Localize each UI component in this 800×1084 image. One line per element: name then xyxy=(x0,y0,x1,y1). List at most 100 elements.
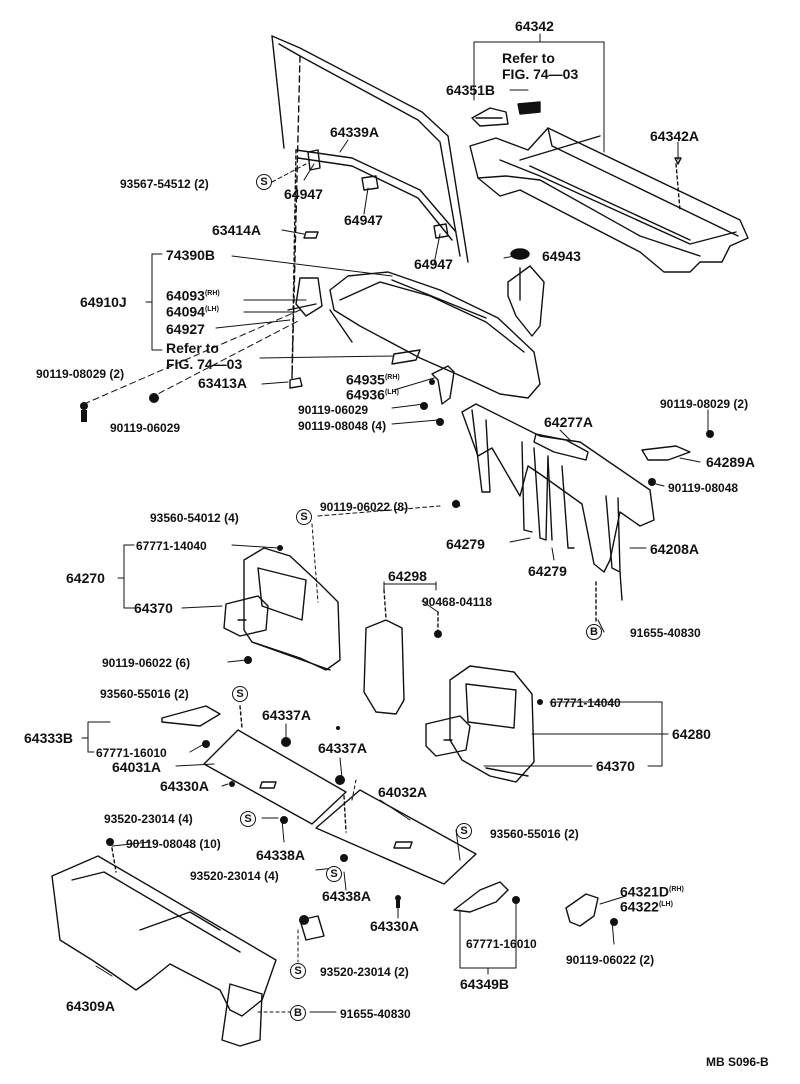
symbol-b-91655-r[interactable]: B xyxy=(586,624,602,640)
storage-box xyxy=(51,847,325,1047)
part-label-64943[interactable]: 64943 xyxy=(542,248,581,264)
part-label-93520-23014-c[interactable]: 93520-23014 (2) xyxy=(320,965,409,979)
side-tag-rh-64935: (RH) xyxy=(384,374,400,381)
side-tag-lh-64936: (LH) xyxy=(384,389,399,396)
part-label-64342[interactable]: 64342 xyxy=(515,18,554,34)
package-tray-panel xyxy=(287,231,541,399)
part-label-93520-23014-b[interactable]: 93520-23014 (4) xyxy=(190,869,279,883)
part-label-64947-a[interactable]: 64947 xyxy=(284,186,323,202)
part-label-93560-55016-right[interactable]: 93560-55016 (2) xyxy=(490,827,579,841)
part-label-64333B[interactable]: 64333B xyxy=(24,730,74,746)
figure-reference-1[interactable]: FIG. 74—03 xyxy=(502,66,579,82)
side-tag-lh-64094: (LH) xyxy=(204,306,219,313)
part-label-64338A-b[interactable]: 64338A xyxy=(322,888,372,904)
part-label-64280[interactable]: 64280 xyxy=(672,726,711,742)
part-label-64270[interactable]: 64270 xyxy=(66,570,105,586)
part-label-93520-23014-a[interactable]: 93520-23014 (4) xyxy=(104,812,193,826)
part-label-93560-54012[interactable]: 93560-54012 (4) xyxy=(150,511,239,525)
part-label-67771-16010-right[interactable]: 67771-16010 xyxy=(466,937,537,951)
part-label-90119-08029-right[interactable]: 90119-08029 (2) xyxy=(660,397,749,411)
part-label-64322[interactable]: 64322(LH) xyxy=(620,897,673,915)
part-label-64309A[interactable]: 64309A xyxy=(66,998,116,1014)
part-label-91655-40830-bottom[interactable]: 91655-40830 xyxy=(340,1007,411,1021)
side-tag-rh-64093: (RH) xyxy=(204,290,220,297)
symbol-s-93520-b[interactable]: S xyxy=(326,866,342,882)
part-label-64936[interactable]: 64936(LH) xyxy=(346,385,399,403)
part-label-90119-08029-left[interactable]: 90119-08029 (2) xyxy=(36,367,125,381)
symbol-s-93567[interactable]: S xyxy=(256,174,272,190)
part-label-90119-08048-10[interactable]: 90119-08048 (10) xyxy=(126,837,221,851)
right-seatback-panel xyxy=(425,665,535,783)
part-label-64337A-b[interactable]: 64337A xyxy=(318,740,368,756)
part-label-90119-06022-6[interactable]: 90119-06022 (6) xyxy=(102,656,191,670)
part-label-64279-b[interactable]: 64279 xyxy=(528,563,567,579)
part-number-64321D: 64321D xyxy=(620,883,670,900)
center-armrest xyxy=(363,589,439,715)
part-label-64910J[interactable]: 64910J xyxy=(80,294,127,310)
part-label-64342A[interactable]: 64342A xyxy=(650,128,700,144)
part-label-64947-c[interactable]: 64947 xyxy=(414,256,453,272)
part-label-64927[interactable]: 64927 xyxy=(166,321,205,337)
rear-deck-tray xyxy=(469,127,749,273)
part-label-64351B[interactable]: 64351B xyxy=(446,82,496,98)
part-label-91655-40830-right[interactable]: 91655-40830 xyxy=(630,626,701,640)
part-label-90119-06022-8[interactable]: 90119-06022 (8) xyxy=(320,500,409,514)
part-label-64338A-a[interactable]: 64338A xyxy=(256,847,306,863)
part-label-90119-06022-2[interactable]: 90119-06022 (2) xyxy=(566,953,655,967)
part-label-93560-55016-left[interactable]: 93560-55016 (2) xyxy=(100,687,189,701)
part-label-64339A[interactable]: 64339A xyxy=(330,124,380,140)
side-trim-64349B xyxy=(453,881,509,913)
part-label-93567-54512[interactable]: 93567-54512 (2) xyxy=(120,177,209,191)
part-label-64289A[interactable]: 64289A xyxy=(706,454,756,470)
side-tag-lh-64322: (LH) xyxy=(658,901,673,908)
part-label-64032A[interactable]: 64032A xyxy=(378,784,428,800)
part-label-63414A[interactable]: 63414A xyxy=(212,222,262,238)
part-label-90468-04118[interactable]: 90468-04118 xyxy=(422,595,493,609)
part-label-64298[interactable]: 64298 xyxy=(388,568,427,584)
part-label-64337A-a[interactable]: 64337A xyxy=(262,707,312,723)
part-label-64370-left[interactable]: 64370 xyxy=(134,600,173,616)
part-label-64947-b[interactable]: 64947 xyxy=(344,212,383,228)
refer-to-label-2: Refer to xyxy=(166,340,219,356)
symbol-s-93520-c[interactable]: S xyxy=(290,963,306,979)
part-label-64277A[interactable]: 64277A xyxy=(544,414,594,430)
side-tag-rh-64321D: (RH) xyxy=(669,886,684,893)
part-label-64093[interactable]: 64093(RH) xyxy=(166,286,220,304)
symbol-s-93560-54012[interactable]: S xyxy=(296,509,312,525)
part-label-67771-16010-left[interactable]: 67771-16010 xyxy=(96,746,167,760)
bracket-64321D xyxy=(565,893,599,927)
part-label-90119-06029-center[interactable]: 90119-06029 xyxy=(298,403,369,417)
part-label-64321D[interactable]: 64321D(RH) xyxy=(620,882,684,900)
part-label-67771-14040-right[interactable]: 67771-14040 xyxy=(550,696,621,710)
fasteners[interactable] xyxy=(80,379,714,926)
part-label-74390B[interactable]: 74390B xyxy=(166,247,216,263)
part-label-64031A[interactable]: 64031A xyxy=(112,759,162,775)
left-seatback-panel xyxy=(223,547,341,671)
part-number-64935: 64935 xyxy=(346,371,385,388)
symbol-s-93560-55016-r[interactable]: S xyxy=(456,823,472,839)
symbol-b-91655-b[interactable]: B xyxy=(290,1005,306,1021)
part-label-64330A-left[interactable]: 64330A xyxy=(160,778,210,794)
part-label-64094[interactable]: 64094(LH) xyxy=(166,302,219,320)
part-label-64349B[interactable]: 64349B xyxy=(460,976,510,992)
part-label-64208A[interactable]: 64208A xyxy=(650,541,700,557)
part-label-90119-08048-4[interactable]: 90119-08048 (4) xyxy=(298,419,387,433)
part-label-64935[interactable]: 64935(RH) xyxy=(346,370,400,388)
part-label-67771-14040-left[interactable]: 67771-14040 xyxy=(136,539,207,553)
leader-lines xyxy=(81,33,709,1013)
symbol-s-93560-55016-l[interactable]: S xyxy=(232,686,248,702)
part-label-90119-08048-right[interactable]: 90119-08048 xyxy=(668,481,739,495)
stay-64943 xyxy=(507,248,545,337)
diagram-code: MB S096-B xyxy=(706,1055,769,1069)
part-number-64093: 64093 xyxy=(166,287,205,304)
figure-reference-2[interactable]: FIG. 74—03 xyxy=(166,356,243,372)
part-label-64330A-right[interactable]: 64330A xyxy=(370,918,420,934)
part-label-64279-a[interactable]: 64279 xyxy=(446,536,485,552)
symbol-s-93520-a[interactable]: S xyxy=(240,811,256,827)
part-label-63413A[interactable]: 63413A xyxy=(198,375,248,391)
hinge-clip-64351B xyxy=(471,101,541,127)
part-label-90119-06029-left[interactable]: 90119-06029 xyxy=(110,421,181,435)
part-label-64370-right[interactable]: 64370 xyxy=(596,758,635,774)
